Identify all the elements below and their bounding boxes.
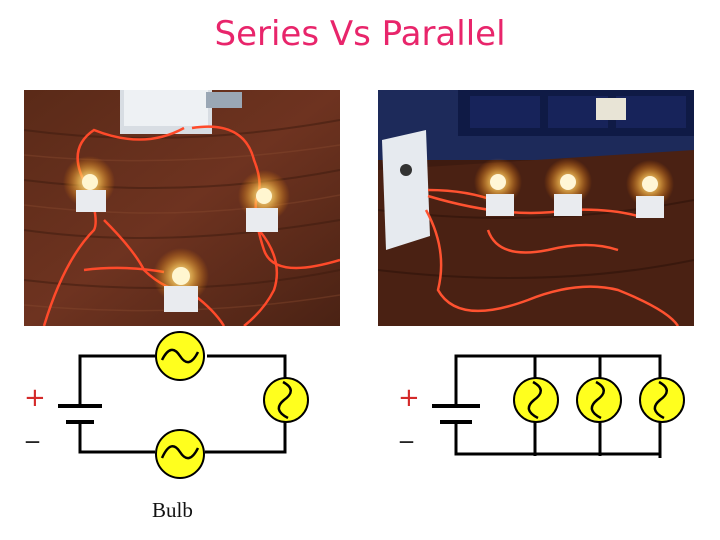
parallel-bulb-2 xyxy=(576,377,622,423)
parallel-circuit-wires xyxy=(454,354,662,458)
parallel-negative-label: _ xyxy=(400,414,413,444)
series-bulb-top xyxy=(155,331,205,381)
series-bulb-right xyxy=(263,377,309,423)
series-negative-label: _ xyxy=(26,414,39,444)
parallel-battery xyxy=(432,404,480,424)
parallel-bulb-3 xyxy=(639,377,685,423)
parallel-bulb-1 xyxy=(513,377,559,423)
parallel-circuit-photo xyxy=(378,90,694,326)
parallel-positive-label: + xyxy=(398,383,420,413)
series-battery xyxy=(58,404,102,424)
series-bulb-bottom xyxy=(155,429,205,479)
slide-title: Series Vs Parallel xyxy=(214,14,506,54)
series-circuit-wires xyxy=(78,354,287,454)
bulb-caption: Bulb xyxy=(152,498,193,522)
series-positive-label: + xyxy=(24,383,46,413)
series-circuit-photo xyxy=(24,90,340,326)
